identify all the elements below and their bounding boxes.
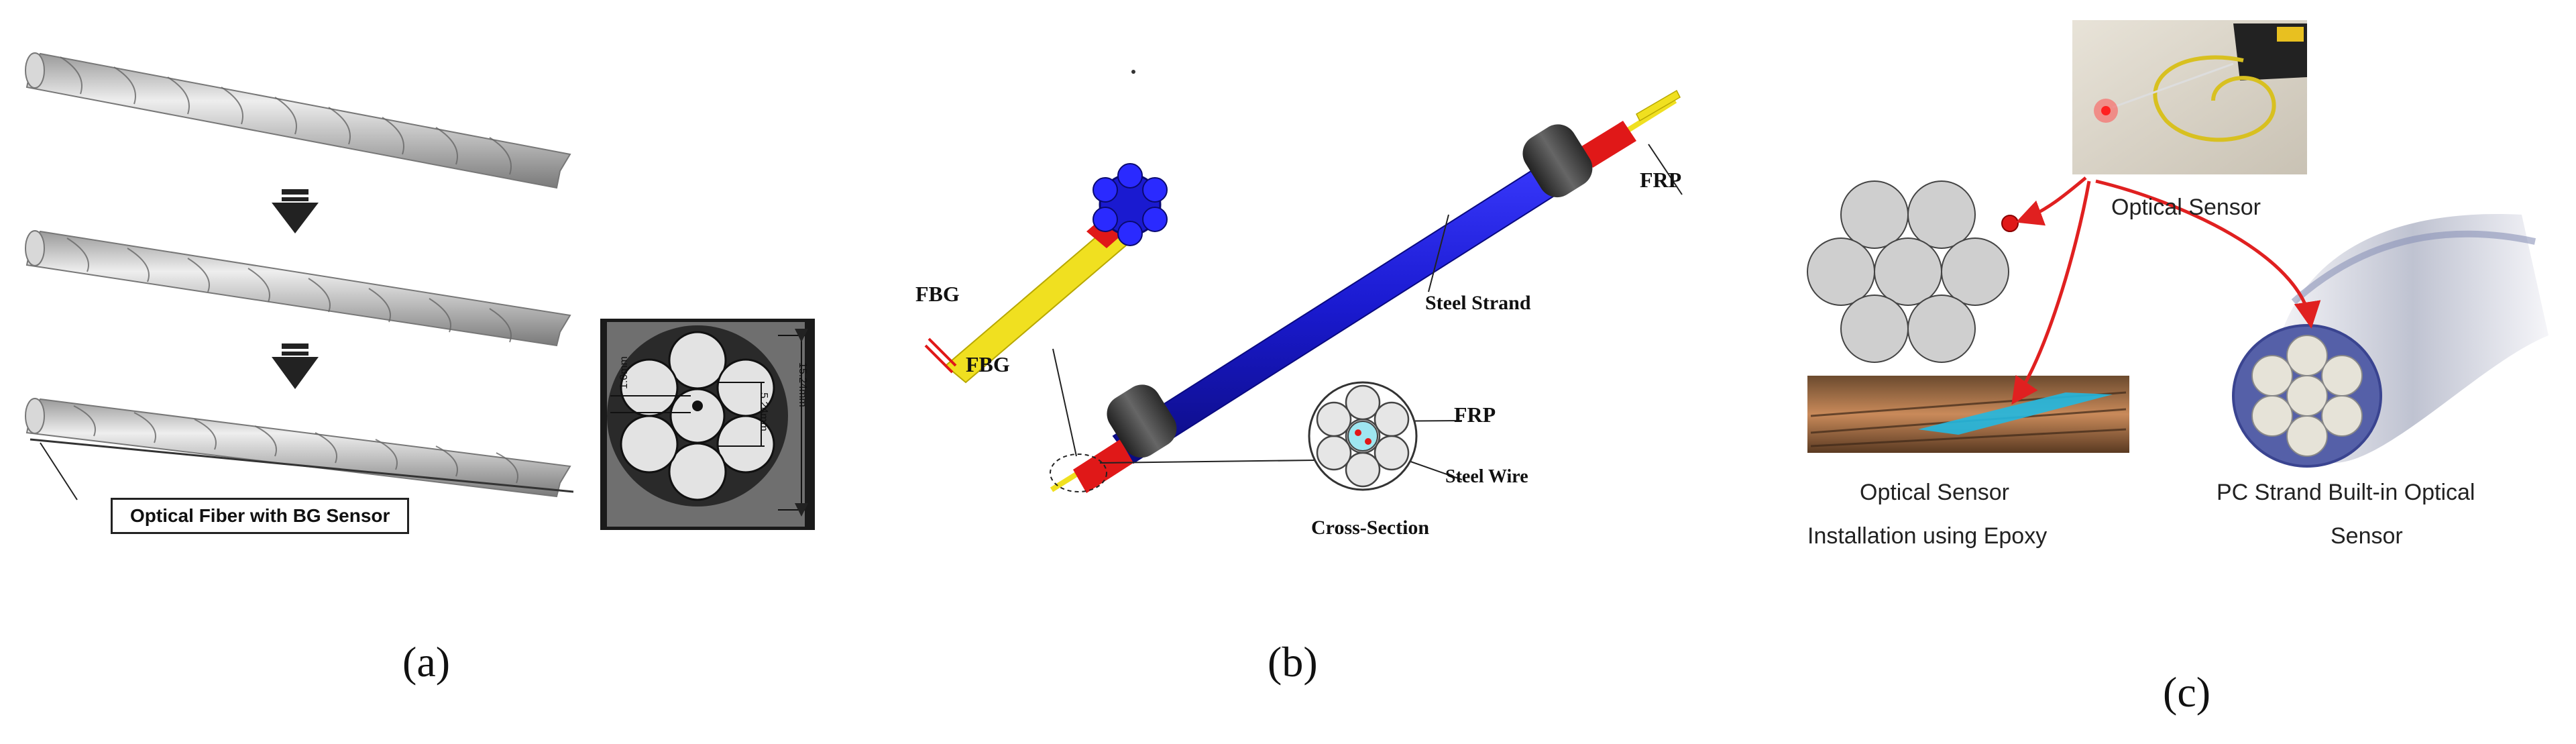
builtin-sensor-label-1: PC Strand Built-in Optical — [2217, 480, 2475, 505]
caption-c: (c) — [2163, 668, 2211, 716]
fbg-label-top: FBG — [915, 282, 960, 306]
optical-fiber-label: Optical Fiber with BG Sensor — [111, 498, 410, 534]
main-strand — [1050, 89, 1681, 493]
caption-a: (a) — [402, 638, 451, 686]
strand-schematic — [1807, 180, 2009, 363]
pc-strand-photo — [2232, 214, 2549, 468]
fbg-end-piece — [924, 163, 1168, 384]
strand-1 — [25, 52, 571, 189]
down-arrow-1 — [272, 189, 319, 233]
epoxy-installation-label-1: Optical Sensor — [1860, 480, 2009, 505]
caption-b: (b) — [1268, 638, 1318, 686]
red-arrows — [2011, 176, 2321, 405]
dimension-fiber: 1.0mm — [618, 356, 630, 389]
builtin-sensor-label-2: Sensor — [2331, 523, 2403, 549]
strand-2 — [25, 230, 571, 347]
panel-a-artwork — [25, 52, 815, 530]
down-arrow-2 — [272, 343, 319, 389]
panel-b-leaders — [1050, 144, 1683, 492]
cross-section-photo — [600, 319, 815, 530]
panel-b-artwork — [924, 70, 1683, 493]
panel-c-artwork — [1807, 20, 2549, 468]
optical-sensor-label: Optical Sensor — [2111, 195, 2261, 220]
frp-cross-section-label: FRP — [1454, 403, 1496, 427]
frp-label-top: FRP — [1640, 168, 1682, 192]
steel-strand-label: Steel Strand — [1425, 292, 1531, 314]
sensor-marker — [2001, 215, 2019, 232]
blue-star-cap — [1093, 163, 1168, 246]
epoxy-installation-label-2: Installation using Epoxy — [1807, 523, 2048, 549]
optical-sensor-photo — [2072, 20, 2307, 174]
cross-section-schematic — [1308, 381, 1418, 491]
fbg-label-bottom: FBG — [966, 352, 1010, 376]
cross-section-label: Cross-Section — [1311, 517, 1430, 539]
epoxy-installation-photo — [1807, 376, 2129, 453]
steel-wire-label: Steel Wire — [1445, 466, 1528, 487]
dimension-inner: 5.24mm — [758, 392, 769, 431]
strand-3-with-fiber — [25, 398, 574, 500]
dimension-outer: 15.24mm — [797, 362, 808, 407]
